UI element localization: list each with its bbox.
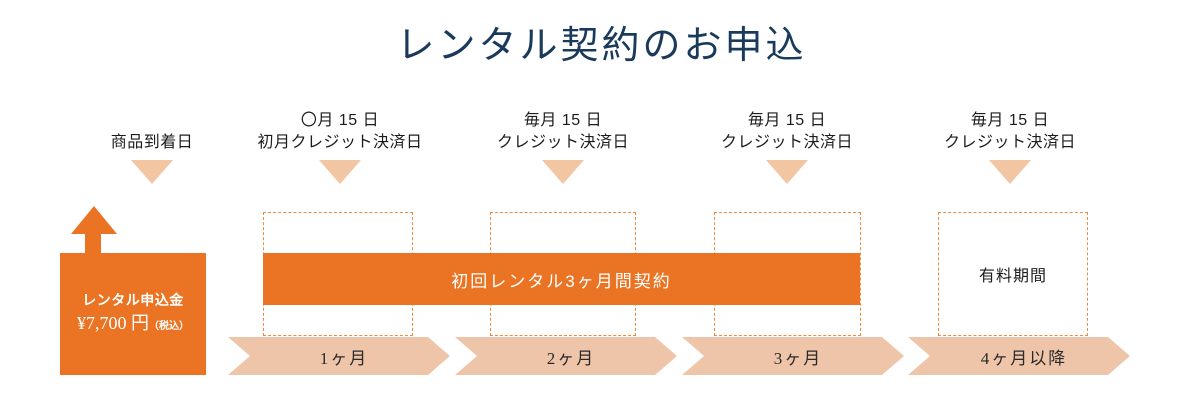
marker-line: 毎月 15 日 bbox=[970, 112, 1050, 129]
up-arrow-stem-icon bbox=[85, 230, 101, 260]
fee-amount: ¥7,700 円（税込） bbox=[77, 311, 189, 339]
contract-bar-label: 初回レンタル3ヶ月間契約 bbox=[451, 271, 672, 291]
dashed-box-month-4 bbox=[938, 212, 1088, 336]
initial-contract-bar: 初回レンタル3ヶ月間契約 bbox=[263, 253, 860, 305]
fee-amount-value: ¥7,700 円 bbox=[77, 313, 149, 333]
marker-line: クレジット決済日 bbox=[943, 134, 1076, 151]
chevron-month-2: 2ヶ月 bbox=[455, 337, 677, 375]
marker-line: 毎月 15 日 bbox=[523, 112, 603, 129]
marker-line: 商品到着日 bbox=[110, 134, 194, 151]
up-arrow-icon bbox=[71, 206, 117, 234]
chevron-label: 2ヶ月 bbox=[546, 348, 596, 368]
marker-monthly-credit-settlement-3: 毎月 15 日 クレジット決済日 bbox=[702, 110, 872, 184]
marker-monthly-credit-settlement-2: 毎月 15 日 クレジット決済日 bbox=[478, 110, 648, 184]
chevron-month-1: 1ヶ月 bbox=[228, 337, 450, 375]
rental-application-fee-box: レンタル申込金 ¥7,700 円（税込） bbox=[60, 253, 206, 375]
chevron-month-3: 3ヶ月 bbox=[682, 337, 904, 375]
marker-line: 初月クレジット決済日 bbox=[257, 134, 423, 151]
chevron-month-4: 4ヶ月以降 bbox=[908, 337, 1130, 375]
marker-first-month-credit-settlement: 〇月 15 日 初月クレジット決済日 bbox=[240, 110, 440, 184]
down-triangle-icon bbox=[131, 160, 173, 184]
chevron-label: 3ヶ月 bbox=[773, 348, 823, 368]
down-triangle-icon bbox=[542, 160, 584, 184]
marker-monthly-credit-settlement-4: 毎月 15 日 クレジット決済日 bbox=[925, 110, 1095, 184]
marker-arrival-date: 商品到着日 bbox=[86, 132, 218, 184]
page-title: レンタル契約のお申込 bbox=[396, 25, 807, 67]
paid-period-label: 有料期間 bbox=[978, 268, 1047, 285]
fee-tax-note: （税込） bbox=[149, 321, 189, 332]
marker-line: クレジット決済日 bbox=[496, 134, 629, 151]
marker-line: 毎月 15 日 bbox=[747, 112, 827, 129]
down-triangle-icon bbox=[766, 160, 808, 184]
fee-label: レンタル申込金 bbox=[82, 292, 184, 308]
chevron-label: 4ヶ月以降 bbox=[980, 348, 1068, 368]
chevron-label: 1ヶ月 bbox=[319, 348, 369, 368]
marker-line: クレジット決済日 bbox=[720, 134, 853, 151]
down-triangle-icon bbox=[989, 160, 1031, 184]
down-triangle-icon bbox=[319, 160, 361, 184]
marker-line: 〇月 15 日 bbox=[300, 112, 380, 129]
